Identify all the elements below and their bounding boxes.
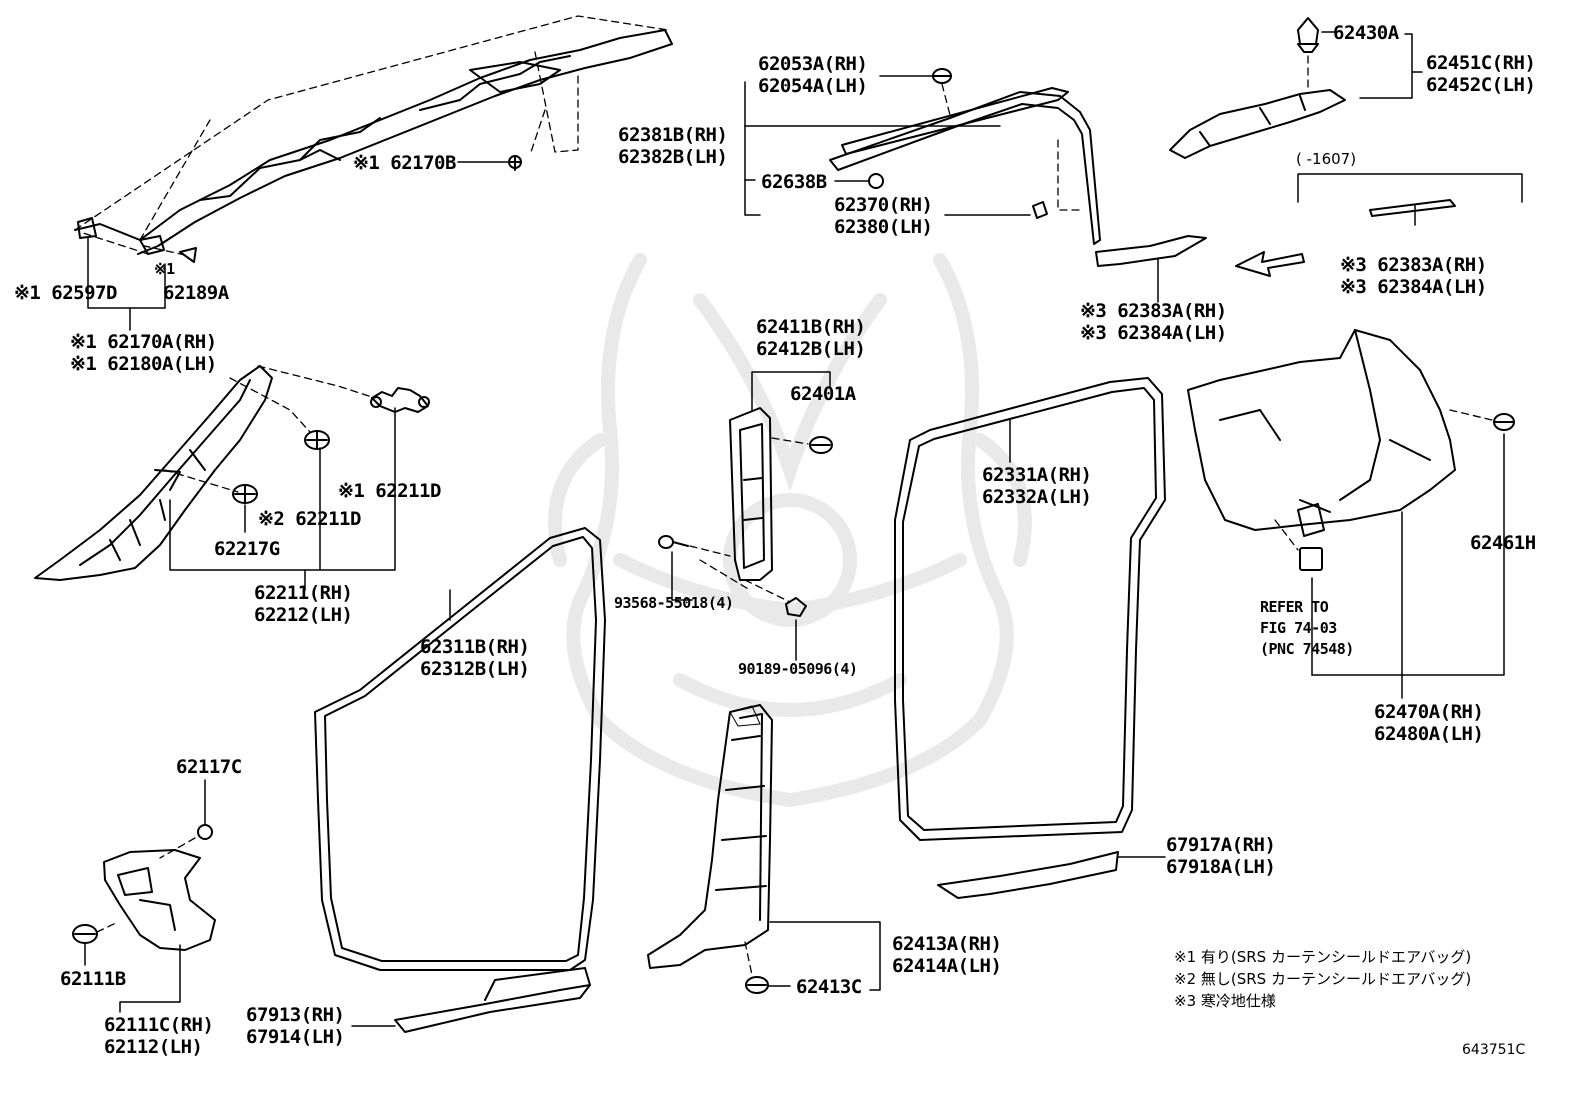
label-62383a-upper: ※3 62383A(RH)※3 62384A(LH) [1340, 254, 1487, 298]
label-62461h: 62461H [1470, 532, 1536, 554]
clip-62413c-icon [745, 976, 769, 994]
label-67917a: 67917A(RH)67918A(LH) [1166, 834, 1276, 878]
center-dashed-leaders [689, 545, 791, 603]
clip-62111b-icon [72, 924, 98, 944]
label-62597d: ※1 62597D [14, 282, 117, 304]
direction-arrow-icon [1235, 251, 1305, 277]
label-62451c: 62451C(RH)62452C(LH) [1426, 52, 1536, 96]
label-62053a: 62053A(RH)62054A(LH) [758, 53, 868, 97]
clip-62170b-icon [508, 155, 522, 171]
rear-door-frame-weatherstrip [829, 87, 1101, 245]
clip-62430a-icon [1297, 17, 1319, 53]
figure-code: 643751C [1462, 1042, 1526, 1058]
clip-62370-icon [1032, 201, 1048, 219]
harness-62211d-icon [370, 387, 430, 413]
label-62638b: 62638B [761, 171, 827, 193]
apillar-dashed-leaders [164, 365, 376, 493]
rear-quarter-garnish [1187, 329, 1456, 537]
label-62411b: 62411B(RH)62412B(LH) [756, 316, 866, 360]
clip-62117c-icon [197, 824, 213, 840]
label-62211d-2: ※2 62211D [258, 508, 361, 530]
label-93568-55018: 93568-55018(4) [614, 594, 734, 612]
roof-dashed-leaders [74, 15, 669, 256]
front-scuff-plate [394, 967, 591, 1033]
cowl-side-trim [103, 849, 216, 951]
label-62111b: 62111B [60, 968, 126, 990]
rear-scuff-plate [937, 851, 1119, 899]
front-door-weatherstrip [314, 527, 606, 971]
trim-62383a-lower [1095, 235, 1207, 267]
label-62211d-1: ※1 62211D [338, 480, 441, 502]
clip-62211d-icon [304, 430, 330, 450]
center-pillar-upper-garnish [729, 407, 773, 581]
rear-door-weatherstrip [894, 377, 1166, 841]
frame-dashed-leaders [941, 83, 1081, 211]
roof-airbag-assembly [74, 29, 673, 263]
label-62383a-lower: ※3 62383A(RH)※3 62384A(LH) [1080, 300, 1227, 344]
label-62189a: 62189A [163, 282, 229, 304]
label-62370: 62370(RH)62380(LH) [834, 194, 933, 238]
label-62217g: 62217G [214, 538, 280, 560]
label-range-1607: ( -1607) [1296, 150, 1357, 168]
label-67913: 67913(RH)67914(LH) [246, 1004, 345, 1048]
label-62111c: 62111C(RH)62112(LH) [104, 1014, 214, 1058]
legend-notes: ※1 有り(SRS カーテンシールドエアバッグ)※2 無し(SRS カーテンシー… [1174, 948, 1472, 1010]
label-62170b: ※1 62170B [353, 152, 456, 174]
clip-62401a-icon [809, 436, 833, 454]
label-62430a: 62430A [1333, 22, 1399, 44]
clip-90189-icon [785, 597, 807, 617]
label-62381b: 62381B(RH)62382B(LH) [618, 124, 728, 168]
label-62413c: 62413C [796, 976, 862, 998]
label-62311b: 62311B(RH)62312B(LH) [420, 636, 530, 680]
label-62470a: 62470A(RH)62480A(LH) [1374, 701, 1484, 745]
quarter-bracket-62451c [1169, 89, 1346, 159]
center-pillar-lower-garnish [647, 704, 773, 969]
clip-62638b-icon [868, 173, 884, 189]
label-62413a: 62413A(RH)62414A(LH) [892, 933, 1002, 977]
refer-part-icon [1299, 547, 1323, 571]
label-62211: 62211(RH)62212(LH) [254, 582, 353, 626]
bolt-93568-icon [658, 535, 689, 549]
label-62117c: 62117C [176, 756, 242, 778]
clip-62053a-icon [932, 68, 952, 84]
label-62189a-mark: ※1 [154, 260, 175, 278]
label-62331a: 62331A(RH)62332A(LH) [982, 464, 1092, 508]
watermark-emblem [548, 253, 1032, 808]
label-62170a: ※1 62170A(RH)※1 62180A(LH) [70, 331, 217, 375]
clip-62461h-icon [1493, 413, 1515, 431]
label-62401a: 62401A [790, 383, 856, 405]
trim-62383a-upper [1369, 199, 1456, 217]
label-90189-05096: 90189-05096(4) [738, 660, 858, 678]
front-pillar-garnish [34, 365, 273, 581]
clip-62217g-icon [232, 484, 258, 504]
